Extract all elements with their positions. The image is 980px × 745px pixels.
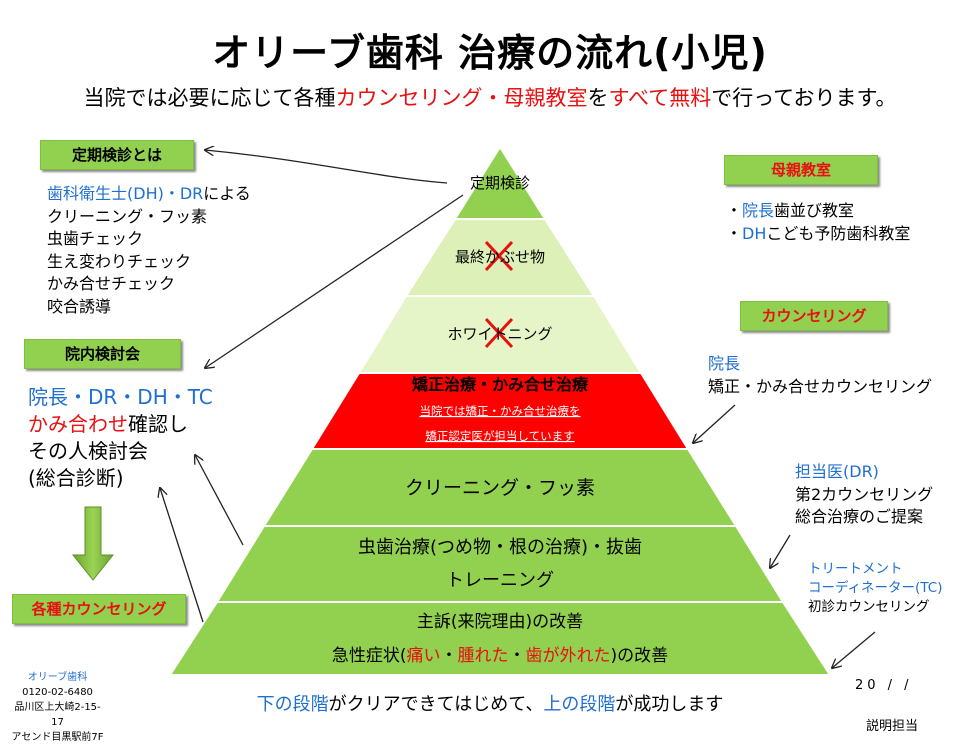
pyramid-tier-7	[168, 601, 832, 676]
tc-label-line2: コーディネーター(TC)	[808, 580, 943, 596]
page-subtitle: 当院では必要に応じて各種カウンセリング・母親教室をすべて無料で行っております。	[0, 82, 980, 112]
meeting-members: 院長・DR・DH・TC	[28, 385, 213, 409]
subtitle-free: すべて無料	[608, 86, 712, 110]
tier6-line1: 虫歯治療(つめ物・根の治療)・抜歯	[358, 537, 642, 558]
tier2-label: 最終かぶせ物	[455, 248, 545, 266]
subtitle-part5: で行っております。	[711, 86, 897, 110]
meeting-diagnosis: (総合診断)	[28, 466, 124, 490]
checkup-item: 咬合誘導	[47, 296, 112, 316]
arrow-tier5-meeting	[195, 455, 244, 546]
tc-desc: 初診カウンセリング	[808, 599, 930, 615]
arrow-tier7-meeting	[160, 488, 204, 623]
subtitle-part1: 当院では必要に応じて各種	[83, 86, 336, 110]
meeting-box: 院内検討会	[24, 339, 181, 369]
director-block: 院長 矯正・かみ合せカウンセリング	[708, 353, 932, 398]
doctor-desc1: 第2カウンセリング	[795, 484, 934, 504]
checkup-item-first: 歯科衛生士(DH)・DRによる	[47, 184, 251, 203]
tier3-label: ホワイトニング	[447, 325, 552, 343]
arrow-director	[693, 404, 736, 443]
clinic-name: オリーブ歯科	[27, 672, 88, 683]
checkup-item: 生え変わりチェック	[47, 251, 192, 271]
clinic-contact: オリーブ歯科 0120-02-6480 品川区上大崎2-15-17 アセンド目黒…	[10, 670, 105, 745]
tier4-note1: 当院では矯正・かみ合せ治療を	[420, 404, 581, 418]
doctor-desc2: 総合治療のご提案	[795, 507, 924, 526]
meeting-bite-check: かみ合わせ確認し	[28, 412, 188, 436]
presenter-label: 説明担当	[866, 719, 919, 734]
clinic-phone: 0120-02-6480	[22, 687, 93, 698]
tier7-line2: 急性症状(痛い・腫れた・歯が外れた)の改善	[332, 646, 668, 666]
doctor-block: 担当医(DR) 第2カウンセリング 総合治療のご提案	[795, 461, 933, 529]
subtitle-part3: を	[587, 86, 609, 110]
checkup-item: かみ合せチェック	[47, 274, 176, 293]
counseling-types-box: 各種カウンセリング	[12, 594, 186, 624]
tier4-note2: 矯正認定医が担当しています	[425, 429, 574, 443]
mother-class-list: ・院長歯並び教室 ・DHこども予防歯科教室	[726, 200, 910, 245]
arrow-tc	[832, 631, 876, 668]
tc-block: トリートメント コーディネーター(TC) 初診カウンセリング	[808, 560, 942, 617]
checkup-item: 虫歯チェック	[47, 229, 144, 248]
meeting-review: その人検討会	[28, 439, 148, 463]
arrow-doctor	[770, 534, 791, 568]
clinic-building: アセンド目黒駅前7F	[11, 732, 104, 743]
counseling-box: カウンセリング	[740, 301, 888, 331]
tc-label-line1: トリートメント	[808, 561, 903, 577]
tier7-line1: 主訴(来院理由)の改善	[417, 612, 583, 632]
checkup-box: 定期検診とは	[40, 140, 194, 170]
director-label: 院長	[708, 354, 741, 373]
checkup-item: クリーニング・フッ素	[47, 206, 208, 226]
tier6-line2: トレーニング	[446, 570, 554, 591]
tier1-label: 定期検診	[470, 174, 530, 192]
arrow-to-checkup-box	[205, 150, 448, 184]
page-title: オリーブ歯科 治療の流れ(小児)	[212, 31, 768, 75]
checkup-list: 歯科衛生士(DH)・DRによる クリーニング・フッ素 虫歯チェック 生え変わりチ…	[47, 183, 251, 318]
cross-icon	[484, 240, 514, 272]
mother-class-box: 母親教室	[724, 155, 878, 185]
meeting-text: 院長・DR・DH・TC かみ合わせ確認し その人検討会 (総合診断)	[28, 384, 213, 492]
page-number: 20 / /	[855, 678, 913, 693]
arrow-to-meeting	[205, 194, 464, 368]
mother-class-item: ・院長歯並び教室	[726, 201, 855, 220]
subtitle-counseling: カウンセリング・母親教室	[335, 86, 588, 110]
cross-icon	[484, 317, 514, 349]
footer-message: 下の段階がクリアできてはじめて、上の段階が成功します	[256, 694, 724, 715]
doctor-label: 担当医(DR)	[795, 462, 879, 481]
clinic-address: 品川区上大崎2-15-17	[14, 702, 101, 728]
down-arrow-icon	[71, 506, 115, 581]
tier5-label: クリーニング・フッ素	[405, 477, 595, 499]
director-desc: 矯正・かみ合せカウンセリング	[708, 376, 933, 396]
mother-class-item: ・DHこども予防歯科教室	[726, 223, 911, 243]
tier4-title: 矯正治療・かみ合せ治療	[411, 375, 589, 394]
